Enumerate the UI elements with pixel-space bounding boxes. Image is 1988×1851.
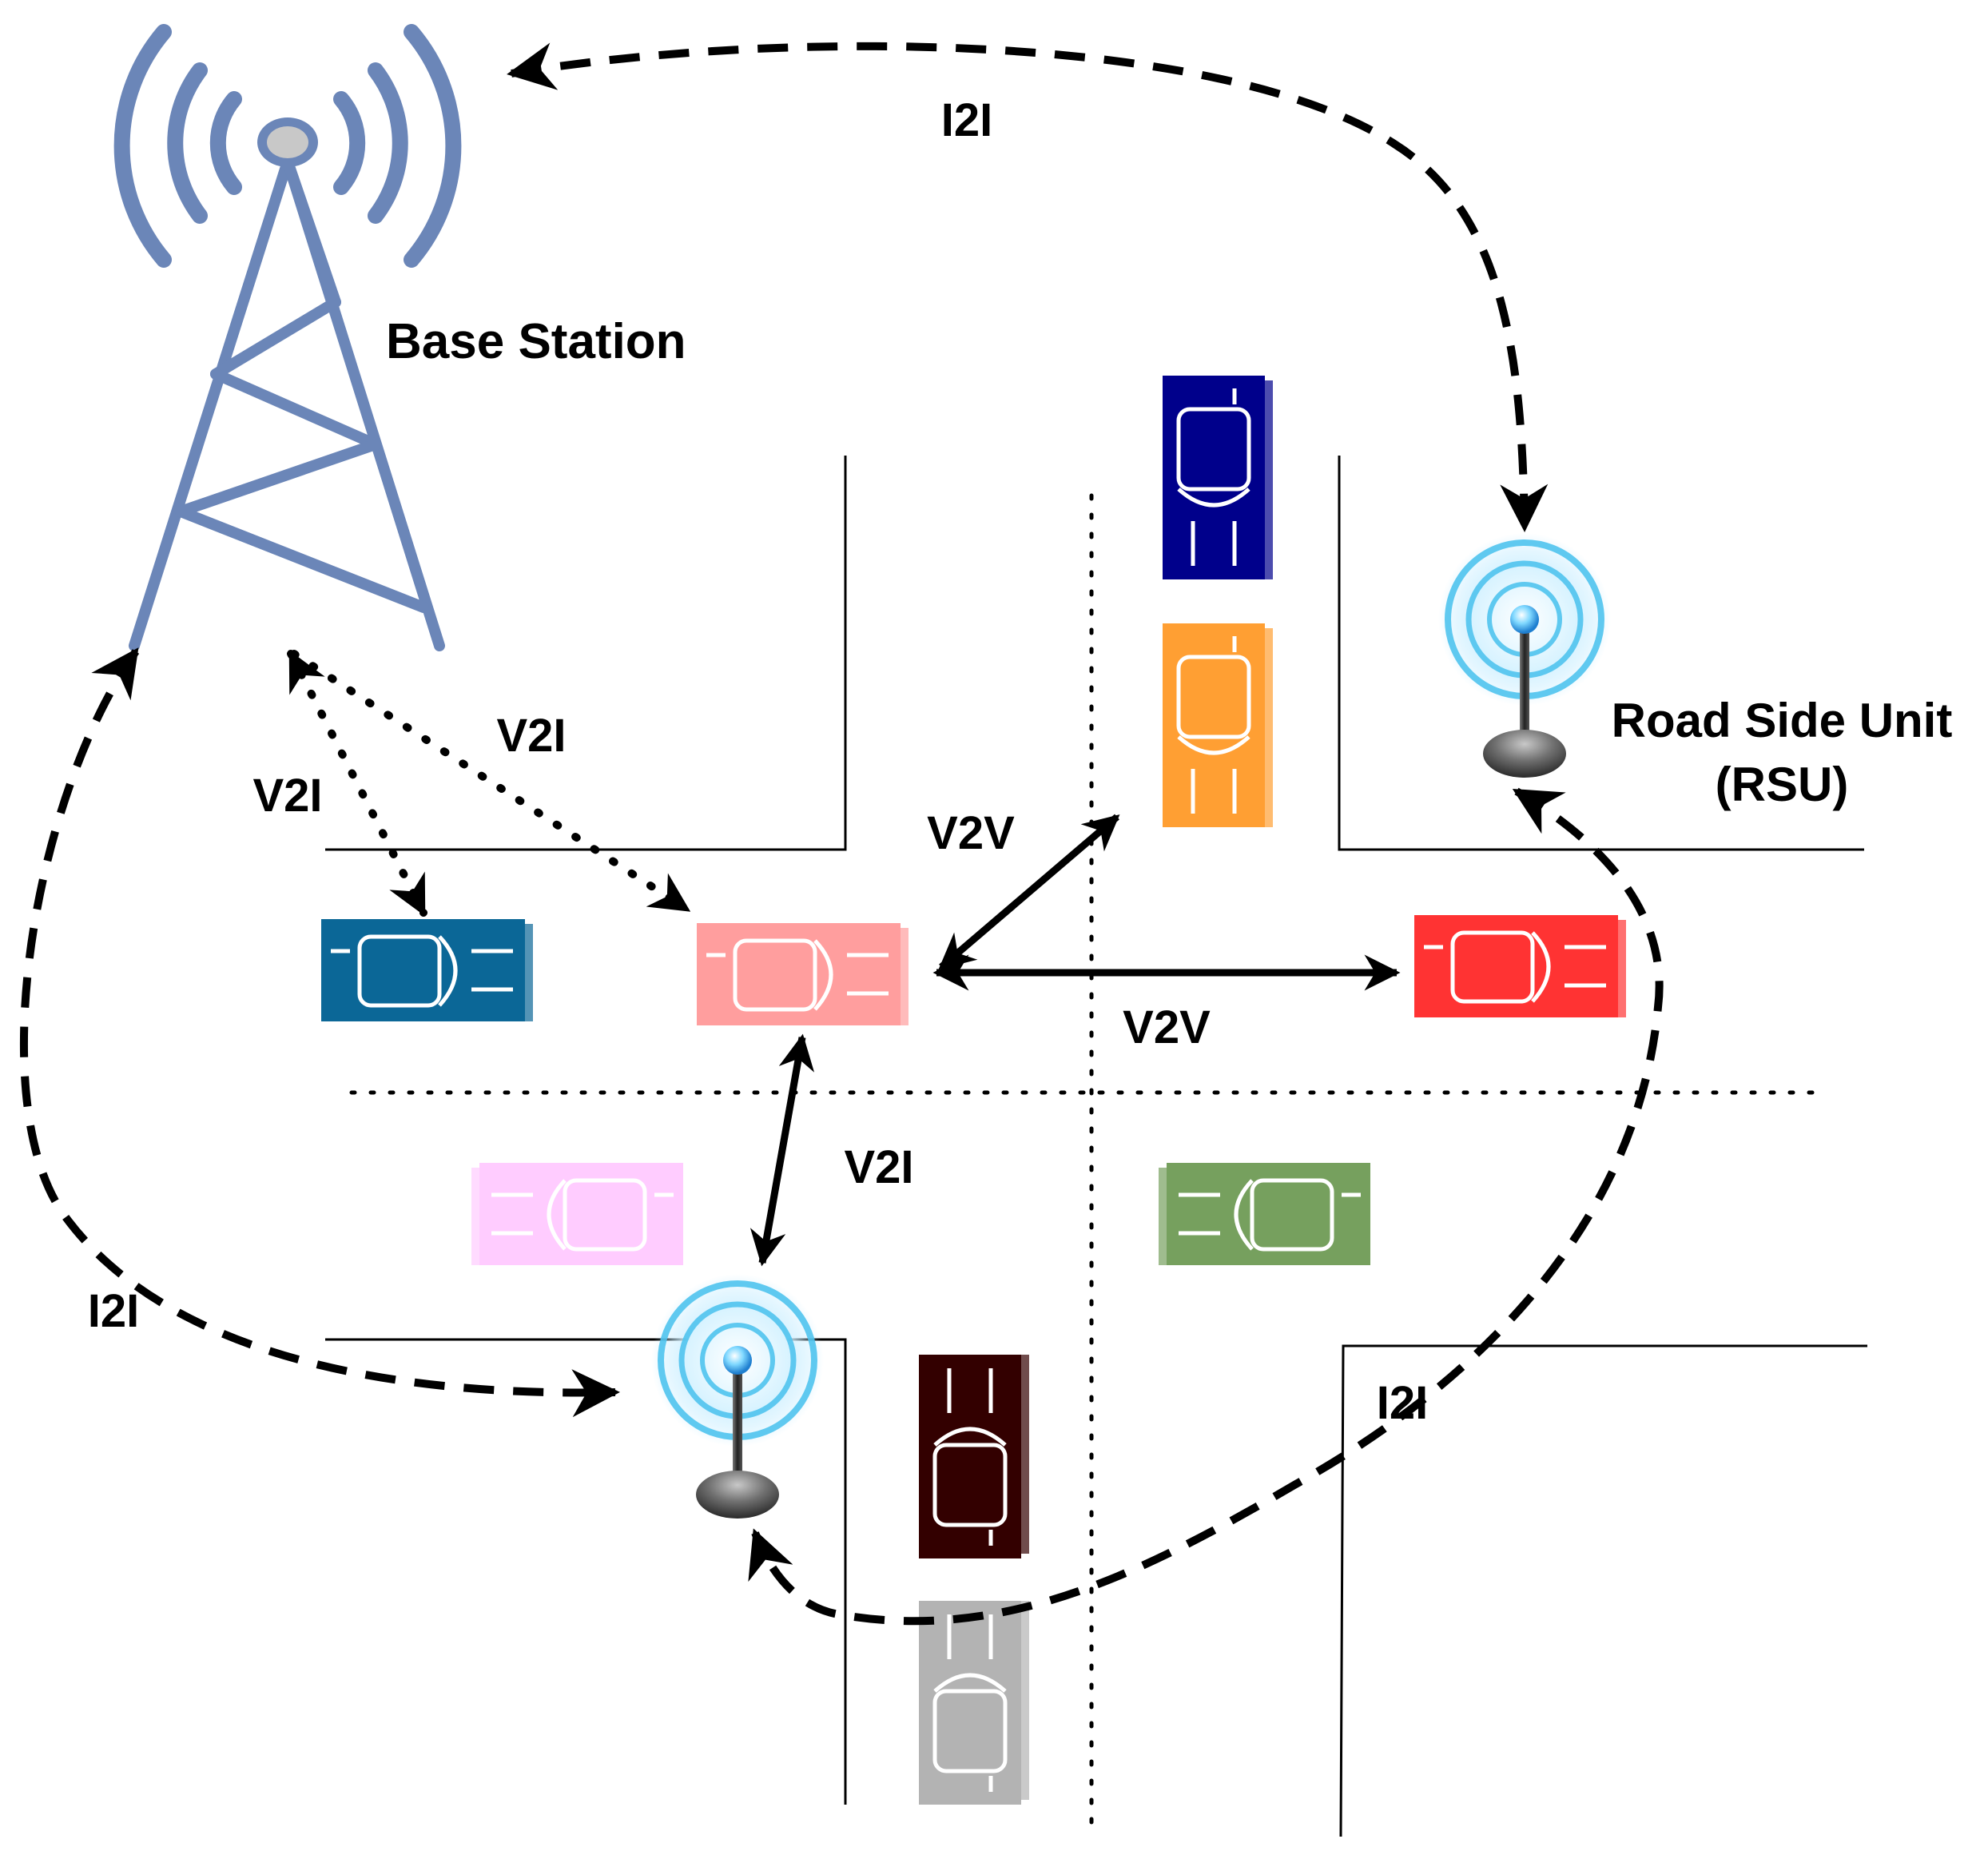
car-maroon-icon	[919, 1355, 1029, 1558]
car-green-icon	[1159, 1163, 1370, 1265]
label-v2i-mid: V2I	[496, 710, 566, 762]
label-i2i-left: I2I	[88, 1285, 140, 1337]
base-station-tower-icon	[113, 24, 462, 651]
v2i-link-rsu	[749, 1033, 815, 1267]
car-pink-icon	[697, 923, 909, 1025]
i2i-link-left	[19, 647, 620, 1418]
car-orange-icon	[1163, 623, 1273, 827]
label-v2i-left: V2I	[252, 770, 322, 822]
v2i-dotted-links	[287, 650, 691, 917]
car-navy-icon	[1163, 376, 1273, 579]
v2i-link-pink	[290, 650, 691, 914]
label-rsu-line1: Road Side Unit	[1612, 694, 1953, 747]
car-lilac-icon	[471, 1163, 683, 1265]
car-red-icon	[1414, 915, 1626, 1017]
i2i-links	[19, 42, 1664, 1626]
i2i-link-top	[507, 42, 1549, 532]
car-gray-icon	[919, 1601, 1029, 1805]
label-i2i-right: I2I	[1377, 1377, 1429, 1429]
label-i2i-top: I2I	[941, 94, 993, 146]
label-rsu-line2: (RSU)	[1716, 758, 1849, 811]
v2v-link-orange	[938, 814, 1120, 970]
road-network	[325, 456, 1867, 1837]
rsu-icon-top	[1438, 533, 1611, 778]
solid-links	[749, 814, 1401, 1267]
label-base-station: Base Station	[386, 314, 686, 369]
v2i-link-teal	[287, 650, 427, 917]
labels: Base Station Road Side Unit (RSU) I2I I2…	[88, 94, 1953, 1429]
car-teal-icon	[321, 919, 533, 1021]
i2i-link-right	[748, 787, 1664, 1626]
label-v2v-upper: V2V	[927, 807, 1015, 859]
label-v2i-bottom: V2I	[844, 1141, 913, 1193]
rsu-icon-bottom	[651, 1274, 824, 1519]
label-v2v-lower: V2V	[1123, 1001, 1211, 1053]
